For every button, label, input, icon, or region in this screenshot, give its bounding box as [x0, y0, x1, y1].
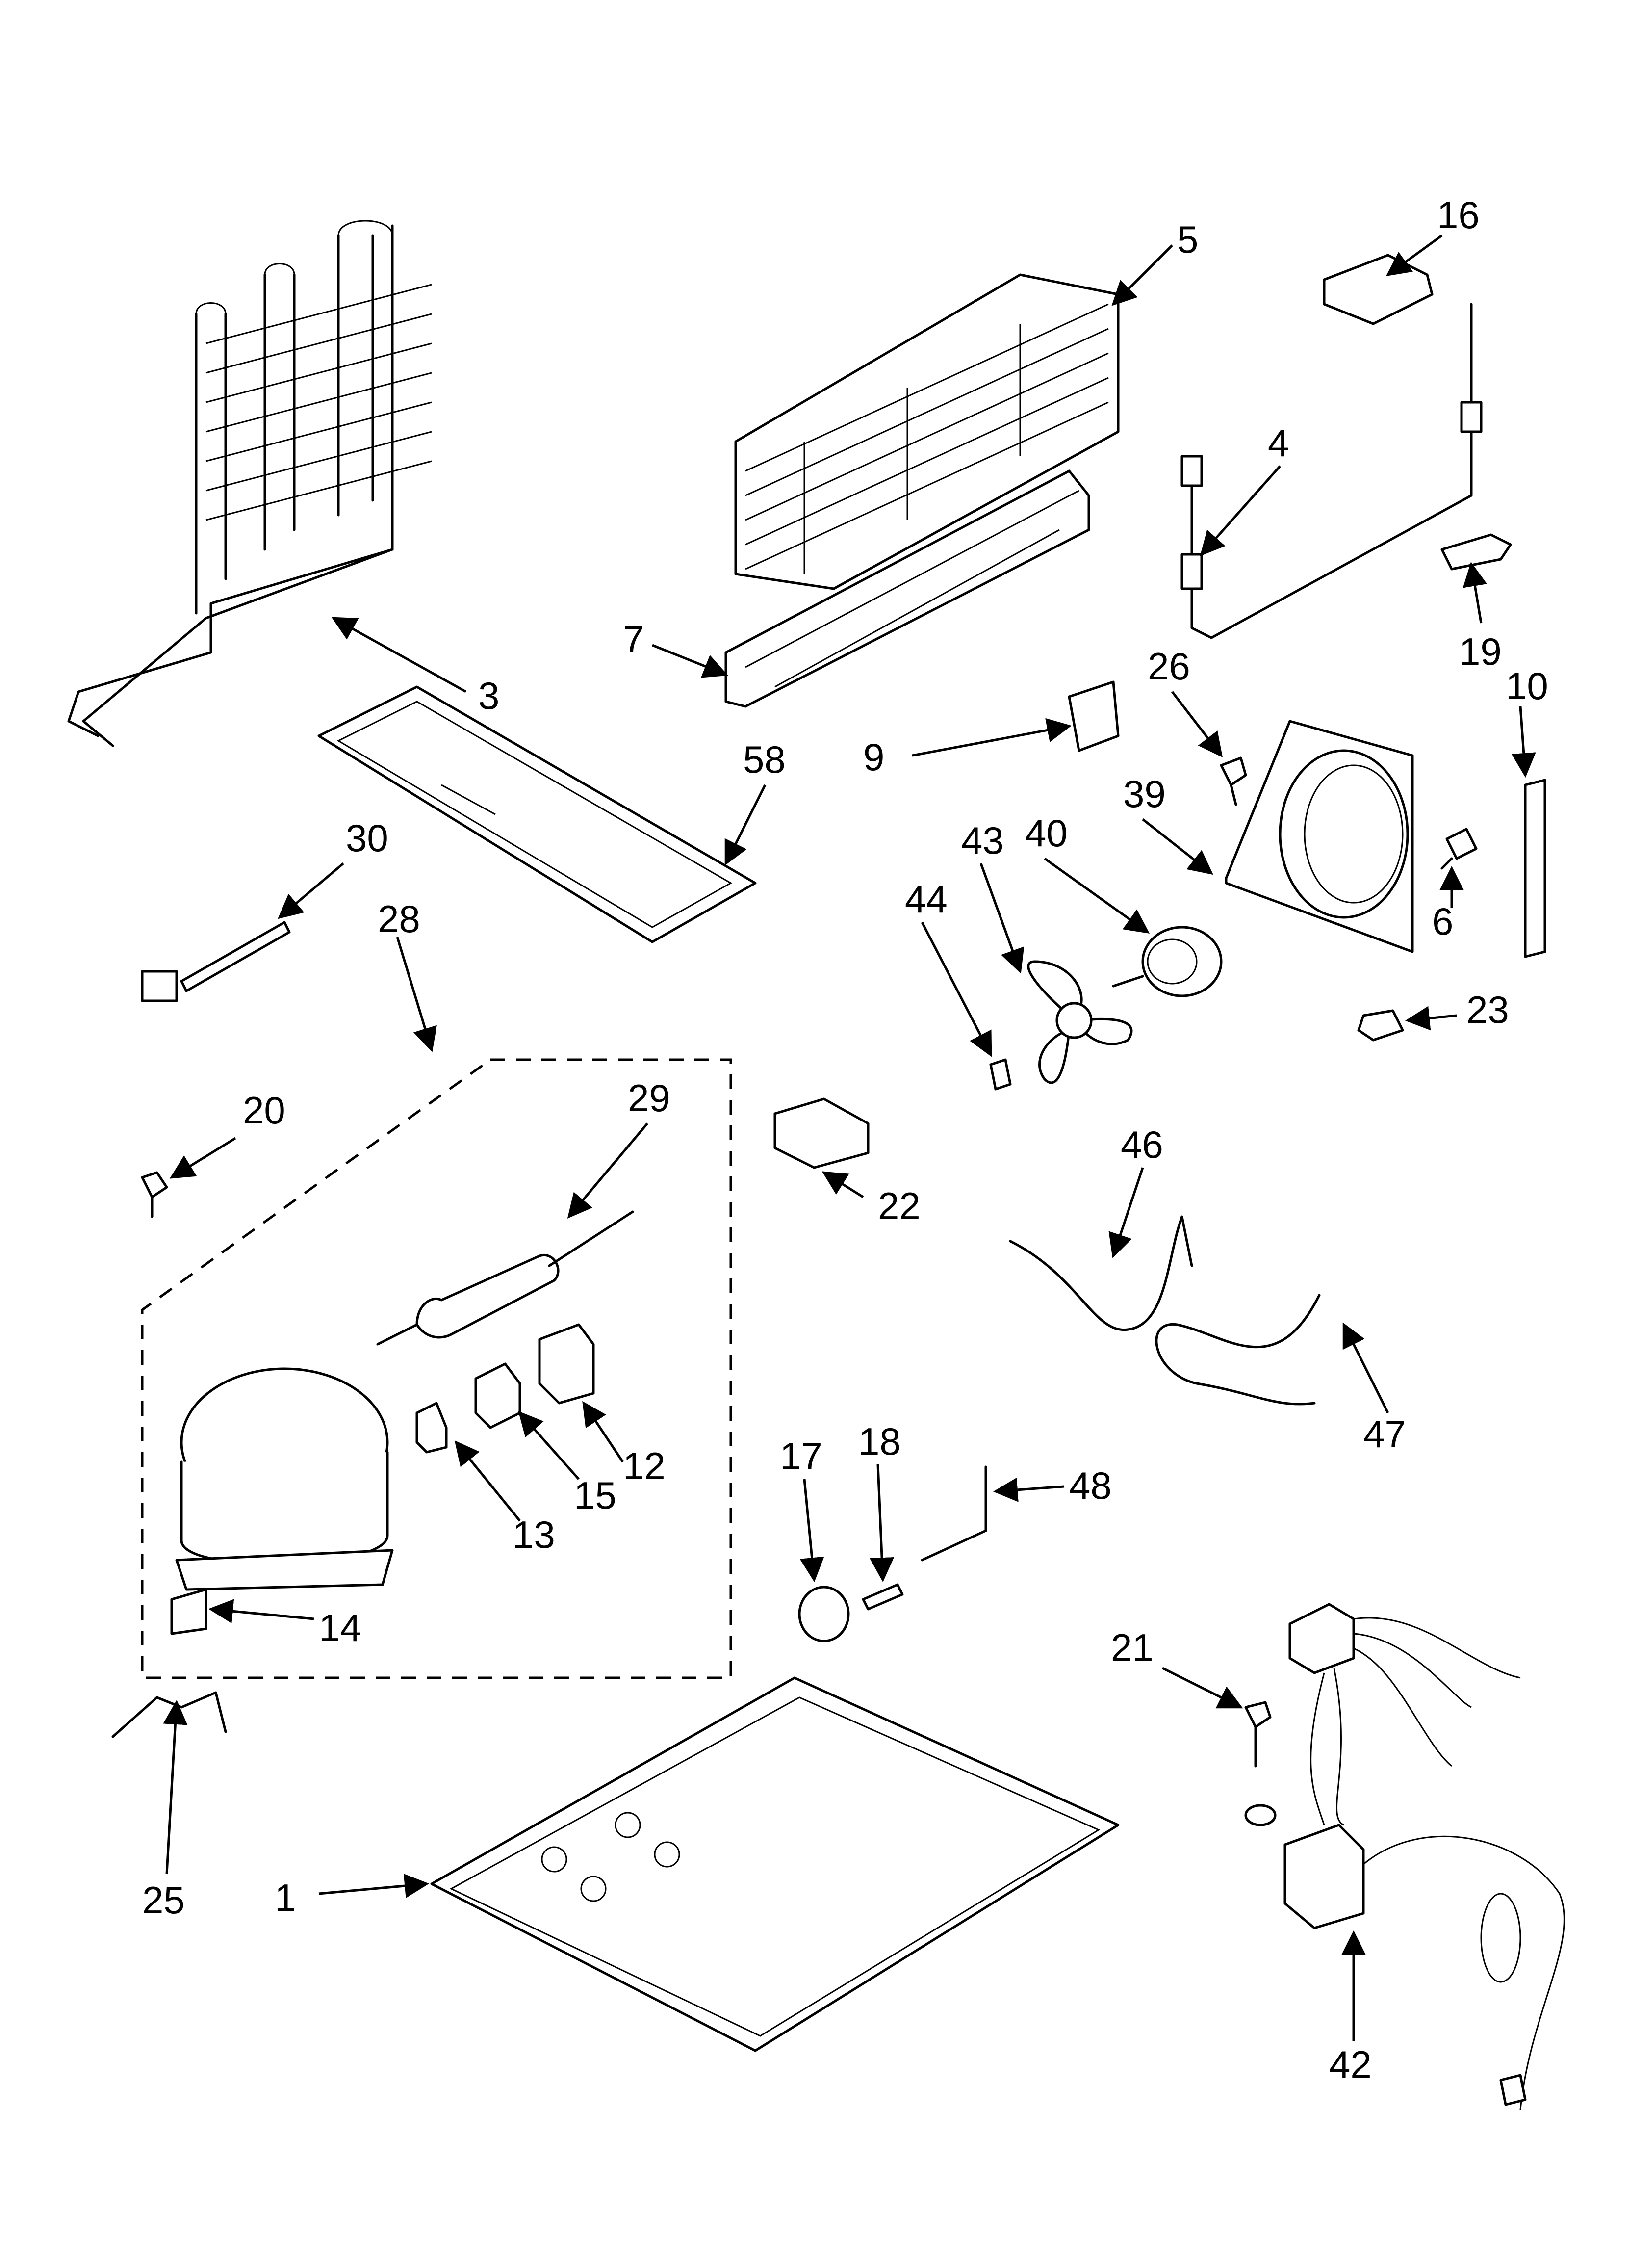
callout-label: 16 — [1437, 193, 1480, 236]
cable-tie-part — [141, 921, 291, 1002]
overload-part — [538, 1323, 595, 1405]
callout-label: 40 — [1025, 811, 1068, 855]
callout-label: 39 — [1123, 772, 1166, 815]
drain-pan-part — [317, 685, 757, 943]
callout-label: 47 — [1363, 1412, 1406, 1456]
spring-clip-part — [111, 1691, 227, 1738]
callout-label: 46 — [1121, 1123, 1163, 1166]
blade-clip-part — [989, 1058, 1012, 1091]
callout-label: 18 — [858, 1420, 901, 1463]
screw-20-part — [141, 1171, 168, 1218]
foam-strip-part — [1524, 779, 1546, 958]
callout-label: 4 — [1268, 421, 1289, 465]
leader-lines — [163, 234, 1536, 2041]
nut-part — [1357, 1009, 1404, 1042]
screw-6-part — [1440, 828, 1478, 870]
callout-label: 10 — [1506, 664, 1548, 707]
wire-clip-part — [1440, 533, 1512, 571]
base-frame-part — [430, 1676, 1120, 2052]
callout-label: 5 — [1177, 218, 1198, 261]
thermistor-wire-part — [1180, 303, 1483, 639]
capacitor-part — [773, 1097, 870, 1169]
callout-label: 22 — [878, 1184, 921, 1227]
tube-46-part — [1009, 1215, 1193, 1331]
sensor-cover-part — [1323, 254, 1434, 325]
callout-label: 26 — [1148, 645, 1190, 688]
callout-label: 43 — [961, 819, 1004, 862]
condenser-coil-part — [67, 220, 432, 747]
callout-label: 12 — [623, 1444, 666, 1487]
callout-label: 48 — [1069, 1464, 1112, 1507]
fan-shroud-part — [1225, 720, 1414, 953]
compressor-assembly-outline — [141, 1058, 732, 1679]
callout-label: 1 — [275, 1876, 296, 1919]
washer-part — [1244, 1804, 1277, 1826]
callout-label: 7 — [623, 618, 644, 661]
callout-label: 21 — [1111, 1626, 1154, 1669]
bracket-part — [1068, 680, 1120, 752]
screw-21-part — [1244, 1701, 1272, 1768]
wire-harness-part — [1283, 1603, 1565, 2110]
grommet-part — [170, 1588, 207, 1635]
tube-47-part — [1155, 1294, 1321, 1406]
callout-label: 19 — [1459, 630, 1502, 673]
callout-label: 29 — [628, 1076, 670, 1120]
callout-label: 20 — [243, 1089, 285, 1132]
tube-48-part — [921, 1465, 987, 1562]
callout-label: 25 — [142, 1878, 185, 1922]
callout-label: 6 — [1432, 900, 1453, 943]
drier-part — [376, 1210, 634, 1346]
compressor-part — [175, 1367, 394, 1591]
callout-label: 9 — [863, 735, 884, 779]
callout-label: 44 — [905, 878, 948, 921]
callout-label: 15 — [574, 1474, 616, 1517]
relay-part — [474, 1362, 521, 1429]
callout-label: 42 — [1329, 2043, 1372, 2086]
evaporator-part — [724, 273, 1120, 708]
screw-26-part — [1220, 756, 1247, 806]
roller-pin-part — [862, 1583, 904, 1611]
callout-label: 23 — [1466, 988, 1509, 1031]
fan-motor-part — [1112, 926, 1223, 997]
callout-label: 30 — [346, 816, 388, 860]
callout-label: 3 — [478, 674, 499, 717]
terminal-part — [415, 1402, 448, 1454]
callout-label: 14 — [319, 1606, 361, 1649]
fan-blade-part — [1027, 960, 1133, 1084]
roller-part — [798, 1586, 850, 1642]
callout-label: 28 — [378, 897, 420, 940]
callout-label: 17 — [780, 1434, 822, 1478]
callout-label: 58 — [743, 738, 786, 781]
